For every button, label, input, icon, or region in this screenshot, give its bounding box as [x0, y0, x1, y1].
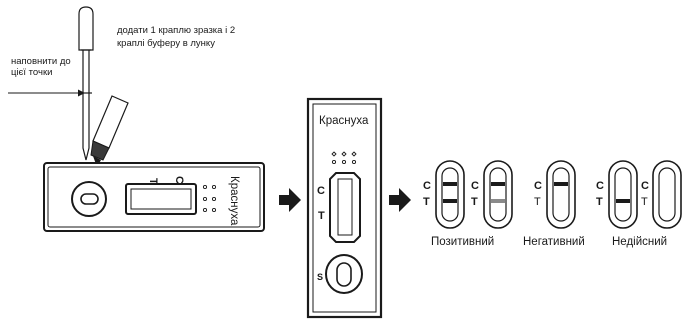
label-invalid: Недійсний — [612, 236, 667, 248]
neg-letter-t: T — [534, 196, 541, 208]
pos1-letter-c: C — [423, 180, 431, 192]
control-line — [491, 182, 505, 186]
dropper-pipette — [78, 6, 94, 161]
result-window — [125, 183, 197, 215]
fill-line-arrow — [8, 89, 85, 97]
cassette-vertical — [306, 97, 383, 319]
cassette-brand-horizontal: Краснуха — [228, 176, 240, 226]
inv1-letter-c: C — [596, 180, 604, 192]
control-line — [554, 182, 568, 186]
step-arrow-1 — [279, 188, 301, 212]
buffer-bottle — [90, 95, 129, 167]
pos2-letter-c: C — [471, 180, 479, 192]
pos2-letter-t: T — [471, 196, 478, 208]
control-line — [443, 182, 457, 186]
add-drops-text-2: краплі буферу в лунку — [117, 38, 215, 49]
add-drops-text-1: додати 1 краплю зразка і 2 — [117, 25, 235, 36]
result-strip-negative — [546, 160, 576, 229]
fill-line-text-1: наповнити до — [11, 56, 71, 67]
inv1-letter-t: T — [596, 196, 603, 208]
step-arrow-2 — [389, 188, 411, 212]
test-line — [616, 199, 630, 203]
result-strip-invalid-2 — [652, 160, 682, 229]
pos1-letter-t: T — [423, 196, 430, 208]
fill-line-text-2: цієї точки — [11, 67, 52, 78]
inv2-letter-t: T — [641, 196, 648, 208]
cassette-marker-c: C — [173, 176, 185, 184]
vertical-marker-c: C — [317, 185, 325, 197]
neg-letter-c: C — [534, 180, 542, 192]
result-strip-positive-2 — [483, 160, 513, 229]
cassette-horizontal — [43, 162, 265, 232]
test-line-faint — [491, 199, 505, 203]
label-positive: Позитивний — [431, 236, 494, 248]
inv2-letter-c: C — [641, 180, 649, 192]
cassette-marker-t: T — [147, 178, 159, 185]
cassette-brand-vertical: Краснуха — [319, 115, 369, 127]
vertical-marker-s: S — [317, 272, 323, 282]
label-negative: Негативний — [523, 236, 585, 248]
result-strip-positive-1 — [435, 160, 465, 229]
vertical-marker-t: T — [318, 210, 325, 222]
result-strip-invalid-1 — [608, 160, 638, 229]
test-line — [443, 199, 457, 203]
